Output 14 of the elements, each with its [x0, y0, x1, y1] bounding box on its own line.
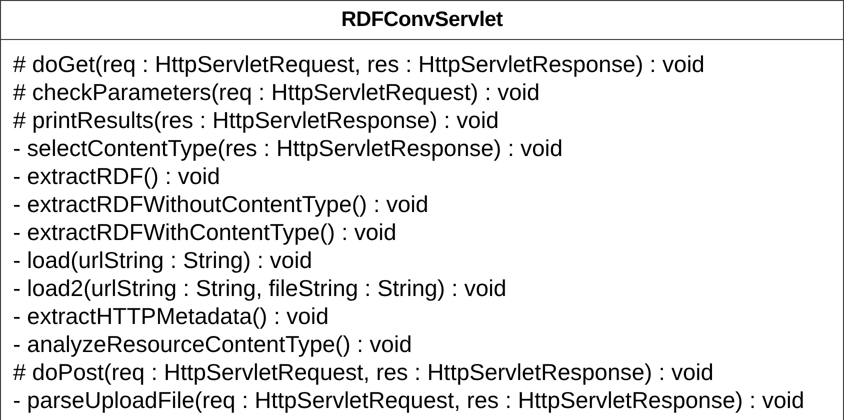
operation-signature: - load2(urlString : String, fileString : String) : void: [13, 274, 506, 302]
operation-signature: # doGet(req : HttpServletRequest, res : HttpServletResponse) : void: [13, 50, 705, 78]
operation-signature: - extractRDF() : void: [13, 162, 220, 190]
operation-signature: # printResults(res : HttpServletResponse) : void: [13, 106, 499, 134]
class-name: RDFConvServlet: [341, 8, 503, 32]
operation-signature: # checkParameters(req : HttpServletRequest) : void: [13, 78, 540, 106]
operation-signature: - selectContentType(res : HttpServletResponse) : void: [13, 134, 563, 162]
operation-signature: - parseUploadFile(req : HttpServletRequest, res : HttpServletResponse) : void: [13, 386, 804, 414]
operation-signature: # doPost(req : HttpServletRequest, res : HttpServletResponse) : void: [13, 358, 714, 386]
operation-signature: - extractRDFWithoutContentType() : void: [13, 190, 428, 218]
operation-signature: - analyzeResourceContentType() : void: [13, 330, 412, 358]
operation-signature: - load(urlString : String) : void: [13, 246, 312, 274]
operation-signature: - extractHTTPMetadata() : void: [13, 302, 329, 330]
operation-signature: - extractRDFWithContentType() : void: [13, 218, 396, 246]
